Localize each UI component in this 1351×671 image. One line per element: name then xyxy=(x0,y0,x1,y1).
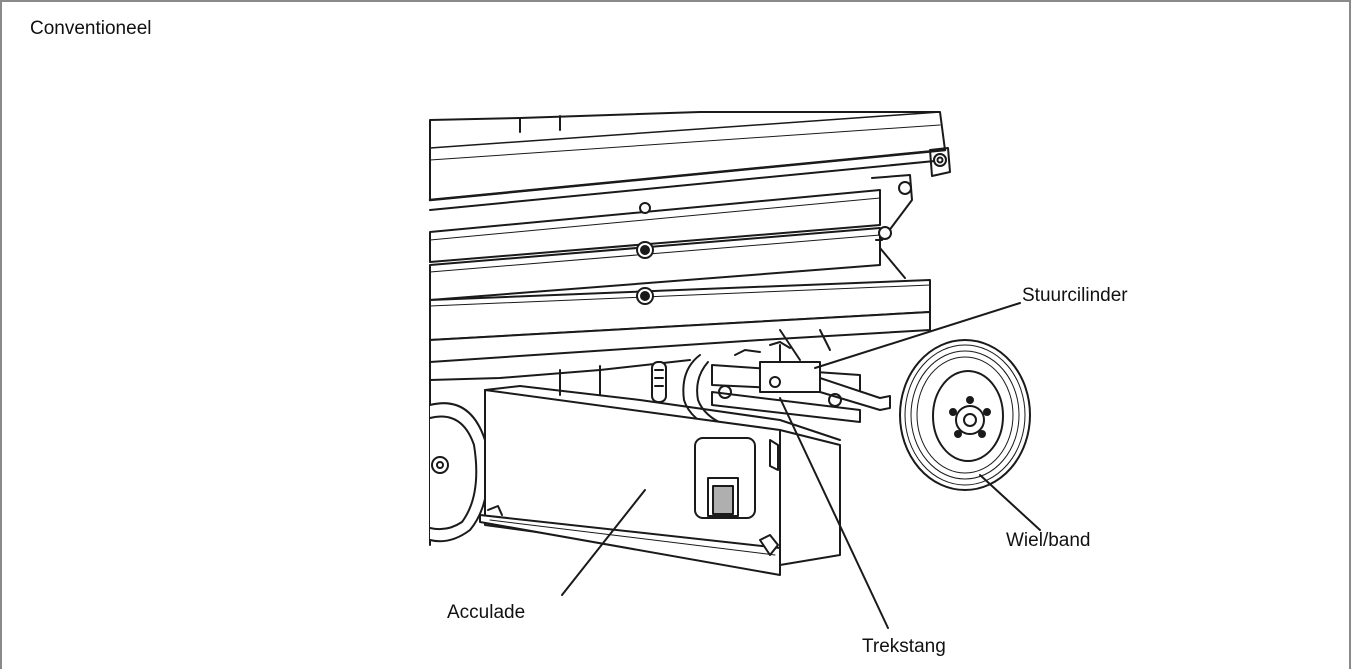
label-stuurcilinder: Stuurcilinder xyxy=(1022,285,1128,306)
right-wheel xyxy=(899,339,1031,491)
figure-title: Conventioneel xyxy=(30,18,152,39)
label-trekstang: Trekstang xyxy=(862,636,946,657)
scissor-arms xyxy=(429,174,931,341)
left-wheel xyxy=(429,402,489,543)
leader-wiel-band xyxy=(979,474,1041,531)
leader-lines xyxy=(561,302,1041,629)
leader-acculade xyxy=(561,489,646,596)
leader-stuurcilinder xyxy=(814,302,1021,369)
label-wiel-band: Wiel/band xyxy=(1006,530,1091,551)
battery-tray xyxy=(479,385,841,576)
steering-assembly xyxy=(711,341,891,423)
label-acculade: Acculade xyxy=(447,602,526,623)
platform-deck xyxy=(428,111,951,211)
leader-trekstang xyxy=(779,397,889,629)
